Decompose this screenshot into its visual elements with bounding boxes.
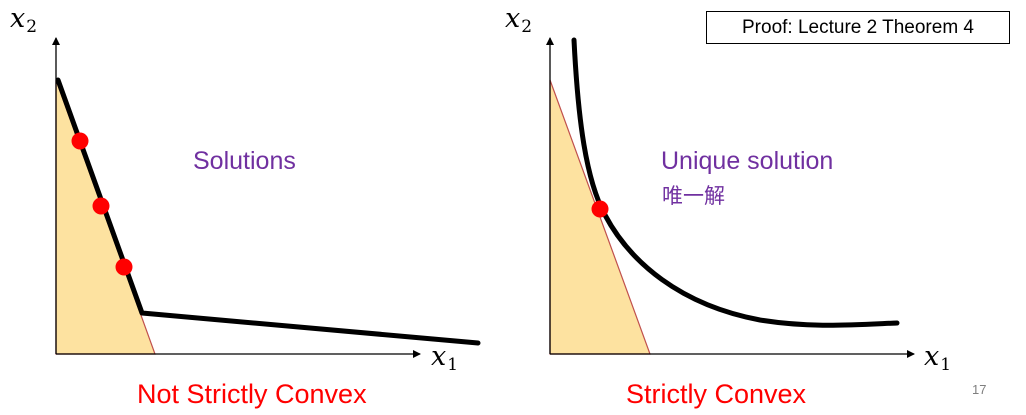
right-solution-point [591,200,609,218]
right-indifference-curve [571,37,900,328]
right-y-axis-label-base: x [505,3,521,34]
proof-reference-text: Proof: Lecture 2 Theorem 4 [742,16,974,38]
left-annotation: Solutions [193,147,296,175]
left-solution-point-2 [92,197,110,215]
left-indifference-curve [55,77,481,346]
right-panel [546,37,915,358]
left-y-axis-label-sub: 2 [26,17,38,37]
right-y-axis-label-sub: 2 [521,17,533,37]
page-number: 17 [972,382,987,397]
right-x-axis-label-sub: 1 [940,355,952,375]
left-y-axis-label: x2 [10,3,37,37]
right-x-axis-label-base: x [924,341,940,372]
right-caption: Strictly Convex [626,379,807,409]
left-panel [52,37,481,358]
left-caption: Not Strictly Convex [137,379,367,409]
proof-reference-box: Proof: Lecture 2 Theorem 4 [706,11,1010,44]
left-y-axis-label-base: x [10,3,26,34]
left-x-axis-label-base: x [431,341,447,372]
left-x-axis-label: x1 [431,341,458,375]
left-solution-point-3 [115,258,133,276]
right-annotation-chinese: 唯一解 [662,184,725,208]
right-y-axis-label: x2 [505,3,532,37]
right-annotation: Unique solution [661,147,834,175]
left-solution-point-1 [71,132,89,150]
right-x-axis-label: x1 [924,341,951,375]
left-x-axis-label-sub: 1 [447,355,459,375]
